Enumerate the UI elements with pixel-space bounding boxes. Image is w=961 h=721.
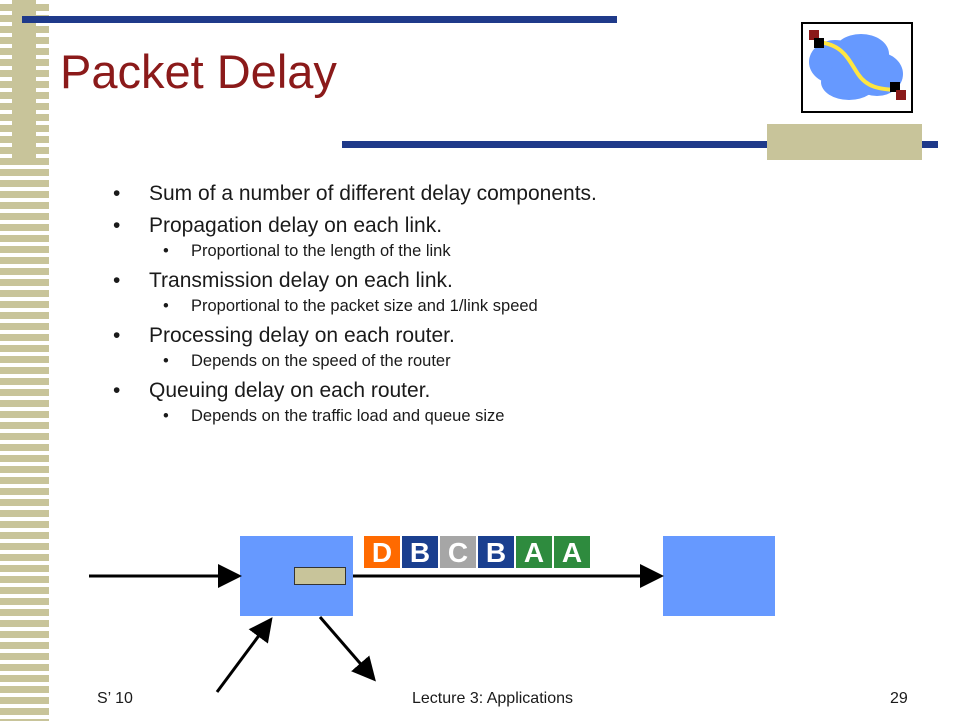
bullet-item: Sum of a number of different delay compo… xyxy=(113,181,813,207)
sub-bullet-item: Depends on the traffic load and queue si… xyxy=(113,405,813,427)
left-stripe-block xyxy=(12,0,36,160)
sub-bullet-item: Proportional to the packet size and 1/li… xyxy=(113,295,813,317)
bullet-item: Propagation delay on each link. xyxy=(113,213,813,239)
page-number: 29 xyxy=(890,690,908,707)
queue-buffer xyxy=(294,567,346,585)
packet-d: D xyxy=(364,536,400,568)
packet-b: B xyxy=(478,536,514,568)
outbound-diagonal-arrow xyxy=(318,616,376,682)
packet-c: C xyxy=(440,536,476,568)
title-tan-block xyxy=(767,124,922,160)
bullet-list: Sum of a number of different delay compo… xyxy=(113,175,813,427)
packet-b: B xyxy=(402,536,438,568)
inbound-diagonal-arrow xyxy=(215,617,273,693)
bullet-item: Transmission delay on each link. xyxy=(113,268,813,294)
network-cloud-logo xyxy=(801,22,913,113)
footer-lecture: Lecture 3: Applications xyxy=(412,690,573,707)
bullet-item: Queuing delay on each router. xyxy=(113,378,813,404)
sub-bullet-item: Depends on the speed of the router xyxy=(113,350,813,372)
top-accent-bar xyxy=(22,16,617,23)
packet-a: A xyxy=(554,536,590,568)
footer-date: S’ 10 xyxy=(97,690,133,707)
bullet-item: Processing delay on each router. xyxy=(113,323,813,349)
title-underline-bar xyxy=(342,141,938,148)
sub-bullet-item: Proportional to the length of the link xyxy=(113,240,813,262)
network-cloud-icon xyxy=(809,30,906,100)
router-right xyxy=(663,536,775,616)
packet-a: A xyxy=(516,536,552,568)
slide-title: Packet Delay xyxy=(60,45,337,98)
